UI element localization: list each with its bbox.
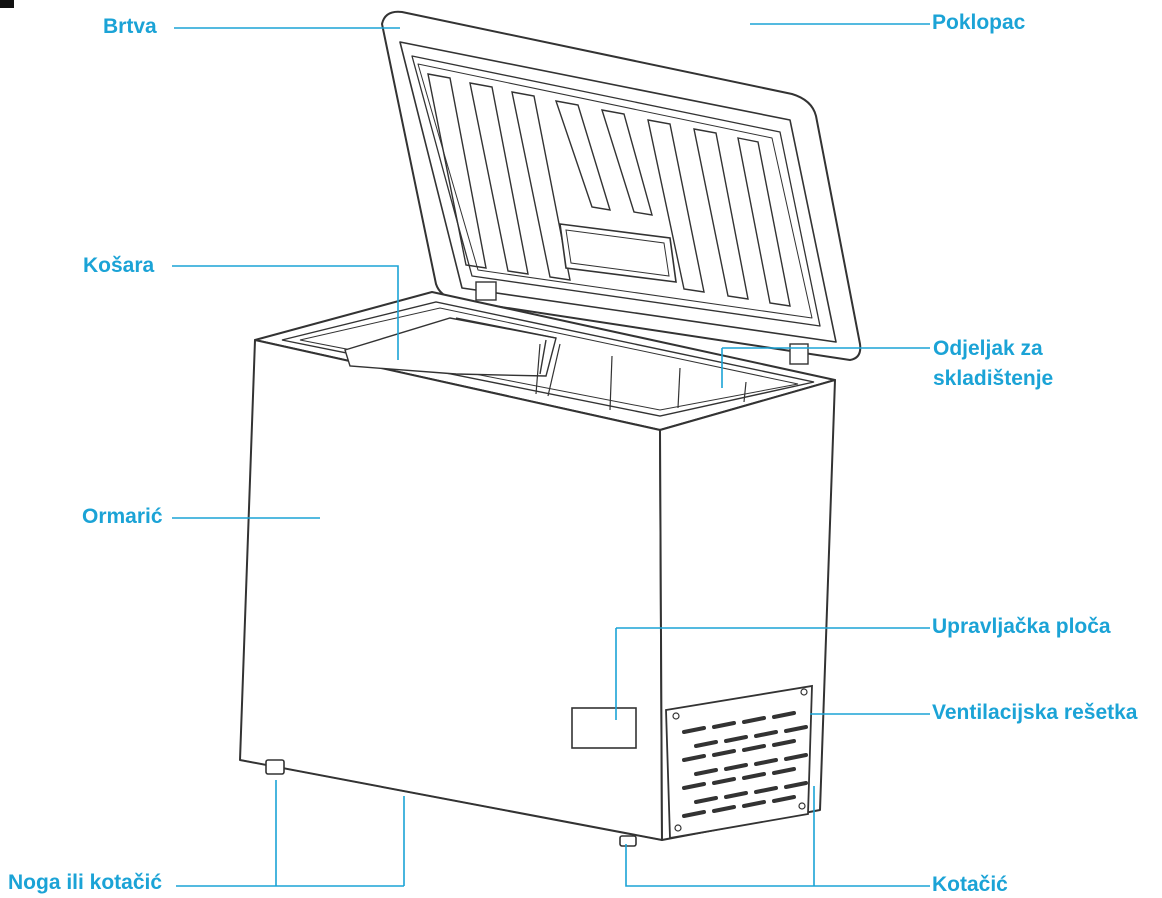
lid-ribs [427,73,791,307]
callout-lines [172,23,930,887]
label-poklopac: Poklopac [932,11,1026,34]
vent-slot [682,754,706,762]
lid [381,10,862,361]
vent-slot [742,772,766,780]
label-noga: Noga ili kotačić [8,871,163,894]
vent-slot [682,810,706,818]
hinges [475,281,809,365]
vent-slot [712,777,736,785]
vent-slot [694,740,718,748]
label-kosara: Košara [83,254,155,277]
control-panel [571,707,637,749]
vent-slot [772,767,796,775]
label-upravljacka: Upravljačka ploča [932,615,1111,638]
feet [265,759,637,847]
vent-slot [772,795,796,803]
vent-slot [694,796,718,804]
lid-handle-inner [565,229,670,277]
vent-slot [742,744,766,752]
vent-slot [784,781,808,789]
callout-kosara [172,265,399,360]
vent-slot [772,711,796,719]
vent-slot [754,758,778,766]
basket [344,317,557,377]
label-odjeljak-line1: Odjeljak za [933,337,1043,360]
vent-slot [682,782,706,790]
corner-mark [0,0,14,8]
label-ormaric: Ormarić [82,505,163,528]
vent-slot [724,791,748,799]
label-kotacic: Kotačić [932,873,1008,896]
ventilation-grille [665,684,813,840]
vent-slot [784,753,808,761]
label-brtva: Brtva [103,15,157,38]
vent-slot [754,730,778,738]
vent-slot [712,721,736,729]
compartment-dividers [535,343,747,411]
callout-noga [176,780,405,887]
vent-slot [772,739,796,747]
vent-slot [742,800,766,808]
callout-upravljacka [615,627,930,720]
vent-slot [724,735,748,743]
vent-slot [694,768,718,776]
vent-slot [712,749,736,757]
vent-slot [742,716,766,724]
vent-slot [724,763,748,771]
label-odjeljak-line2: skladištenje [933,367,1054,390]
vent-slot [712,805,736,813]
vent-slot [784,725,808,733]
vent-slot [754,786,778,794]
callout-kotacic [625,786,930,887]
vent-slot [682,726,706,734]
lid-handle [559,223,677,283]
callout-odjeljak [721,347,930,388]
label-ventilacijska: Ventilacijska rešetka [932,701,1138,724]
